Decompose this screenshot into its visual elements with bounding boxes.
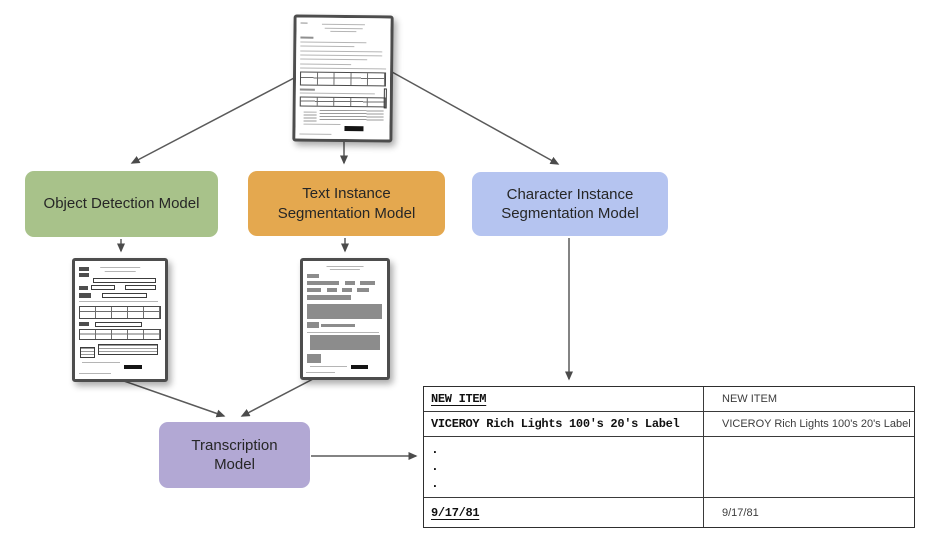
transcribed-cell-date: 9/17/81 (722, 506, 759, 519)
scanned-cell-viceroy: VICEROY Rich Lights 100's 20's Label (424, 412, 704, 437)
scanned-cell-ellipsis: . . . (424, 437, 704, 498)
transcription-output-table: NEW ITEM NEW ITEM VICEROY Rich Lights 10… (423, 386, 915, 528)
ellipsis-dot: . (431, 442, 439, 457)
object-detection-label: Object Detection Model (43, 195, 200, 213)
input-document-thumbnail (292, 14, 394, 143)
text-segmentation-label: Text Instance Segmentation Model (277, 185, 416, 222)
ellipsis-dot: . (431, 476, 439, 491)
transcribed-cell-empty (704, 437, 914, 498)
object-detection-node: Object Detection Model (25, 171, 218, 237)
transcription-node: Transcription Model (159, 422, 310, 488)
transcribed-cell-viceroy: VICEROY Rich Lights 100's 20's Label (704, 412, 914, 437)
scanned-cell-new-item: NEW ITEM (424, 387, 704, 412)
bounding-box-page (75, 261, 165, 379)
text-mask-page (303, 261, 387, 377)
scanned-form-page (295, 17, 391, 140)
object-detection-output-thumbnail (72, 258, 168, 382)
transcribed-cell-new-item: NEW ITEM (704, 387, 914, 412)
character-segmentation-label: Character Instance Segmentation Model (501, 185, 639, 223)
text-segmentation-output-thumbnail (300, 258, 390, 380)
text-segmentation-node: Text Instance Segmentation Model (248, 171, 445, 236)
scanned-cell-date: 9/17/81 (424, 498, 704, 527)
ellipsis-dot: . (431, 459, 439, 474)
character-segmentation-node: Character Instance Segmentation Model (472, 172, 668, 236)
transcription-label: Transcription Model (191, 436, 278, 474)
